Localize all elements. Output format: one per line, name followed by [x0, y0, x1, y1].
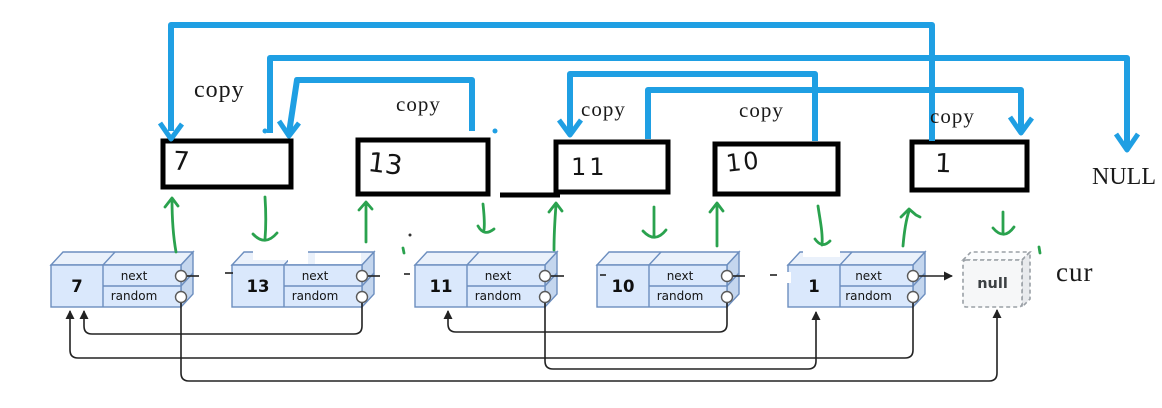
- green-speck-2: [1037, 245, 1042, 255]
- node-text-1: 1 next random: [788, 265, 913, 307]
- green-down-arrow-2: [476, 202, 496, 234]
- copy-random-11-to-1-head: [1007, 115, 1035, 136]
- green-up-arrow-5: [899, 207, 922, 248]
- green-up-arrow-4: [708, 201, 725, 248]
- copy-value-11: 11: [571, 153, 608, 181]
- cur-label: cur: [1056, 257, 1094, 287]
- node-text-11: 11 next random: [415, 265, 545, 307]
- next-field-label: next: [666, 269, 694, 283]
- copy-label-4: copy: [739, 98, 784, 122]
- random-field-label: random: [656, 289, 704, 303]
- copy-value-10: 10: [724, 146, 762, 178]
- stray-dot: [408, 233, 412, 237]
- copy-box-10: [712, 141, 841, 197]
- node-value: 10: [611, 276, 635, 296]
- copy-boxes: [160, 137, 1030, 198]
- random-pointers: [65, 303, 1002, 382]
- null-upper-label: NULL: [1092, 164, 1156, 190]
- next-field-label: next: [301, 269, 329, 283]
- node-value: 1: [808, 276, 820, 296]
- random-port: [174, 290, 188, 304]
- blue-speck-2: [492, 128, 498, 134]
- random-field-label: random: [474, 289, 522, 303]
- node-value: 7: [71, 276, 83, 296]
- copy-random-1-to-7: [168, 22, 935, 141]
- random-field-label: random: [845, 289, 892, 303]
- copy-box-11: [553, 139, 671, 195]
- copy-random-7-to-null-head: [1113, 132, 1141, 153]
- copy-value-7: 7: [172, 146, 191, 178]
- green-up-arrow-1: [163, 196, 180, 254]
- node-value: 13: [246, 276, 270, 296]
- green-up-arrow-3: [547, 201, 564, 252]
- green-speck-1: [401, 246, 406, 255]
- copy-random-13-to-7-head: [276, 119, 301, 139]
- white-out-patches: [253, 245, 840, 283]
- green-down-arrow-1: [251, 195, 279, 242]
- next-field-label: next: [855, 269, 882, 283]
- random-11-to-1: [544, 303, 821, 370]
- green-down-arrow-5: [991, 210, 1016, 236]
- copy-label-2: copy: [396, 92, 441, 116]
- next-port: [174, 269, 188, 283]
- copy-label-5: copy: [930, 104, 975, 128]
- null-node-box: [961, 250, 1032, 309]
- copy-random-1-to-7-head: [157, 121, 185, 142]
- copy-random-10-to-11-head: [556, 118, 584, 138]
- green-down-arrow-3: [641, 205, 668, 239]
- node-value: 11: [429, 276, 453, 296]
- green-up-arrow-2: [357, 200, 374, 244]
- random-1-to-7: [65, 303, 914, 359]
- green-down-arrow-4: [813, 204, 832, 247]
- copy-random-11-to-1: [645, 87, 1024, 139]
- random-port: [906, 290, 920, 304]
- list-node-11: [413, 250, 559, 309]
- copy-value-1: 1: [934, 148, 953, 180]
- green-annotations: [163, 195, 1042, 255]
- null-node-label: null: [977, 275, 1008, 292]
- blue-speck-1: [262, 128, 268, 134]
- list-node-1: [786, 250, 927, 309]
- copy-random-10-to-11: [567, 71, 818, 141]
- list-node-10: [595, 250, 741, 309]
- copy-label-1: copy: [194, 77, 245, 103]
- random-port: [355, 290, 369, 304]
- node-text-13: 13 next random: [232, 265, 362, 307]
- copy-box-1: [909, 139, 1030, 193]
- random-10-to-11: [443, 303, 728, 333]
- copy-label-3: copy: [581, 97, 626, 121]
- copy-box-13: [355, 137, 491, 197]
- random-field-label: random: [110, 289, 158, 303]
- copy-box-7: [160, 138, 294, 190]
- copy-value-13: 13: [366, 147, 405, 182]
- random-port: [720, 290, 734, 304]
- next-port: [720, 269, 734, 283]
- next-port: [906, 269, 920, 283]
- copy-random-7-to-null: [267, 55, 1130, 147]
- random-7-to-null: [180, 303, 1002, 382]
- next-field-label: next: [484, 269, 512, 283]
- list-node-7: [49, 250, 195, 309]
- node-text-10: 10 next random: [597, 265, 727, 307]
- copy-random-13-to-7: [286, 77, 475, 134]
- random-13-to-7: [79, 303, 363, 335]
- next-field-label: next: [120, 269, 148, 283]
- node-text-7: 7 next random: [51, 265, 181, 307]
- next-port: [538, 269, 552, 283]
- next-port: [355, 269, 369, 283]
- random-port: [538, 290, 552, 304]
- next-pointers: [187, 233, 953, 281]
- random-field-label: random: [291, 289, 339, 303]
- blue-copy-arrows: [157, 22, 1141, 153]
